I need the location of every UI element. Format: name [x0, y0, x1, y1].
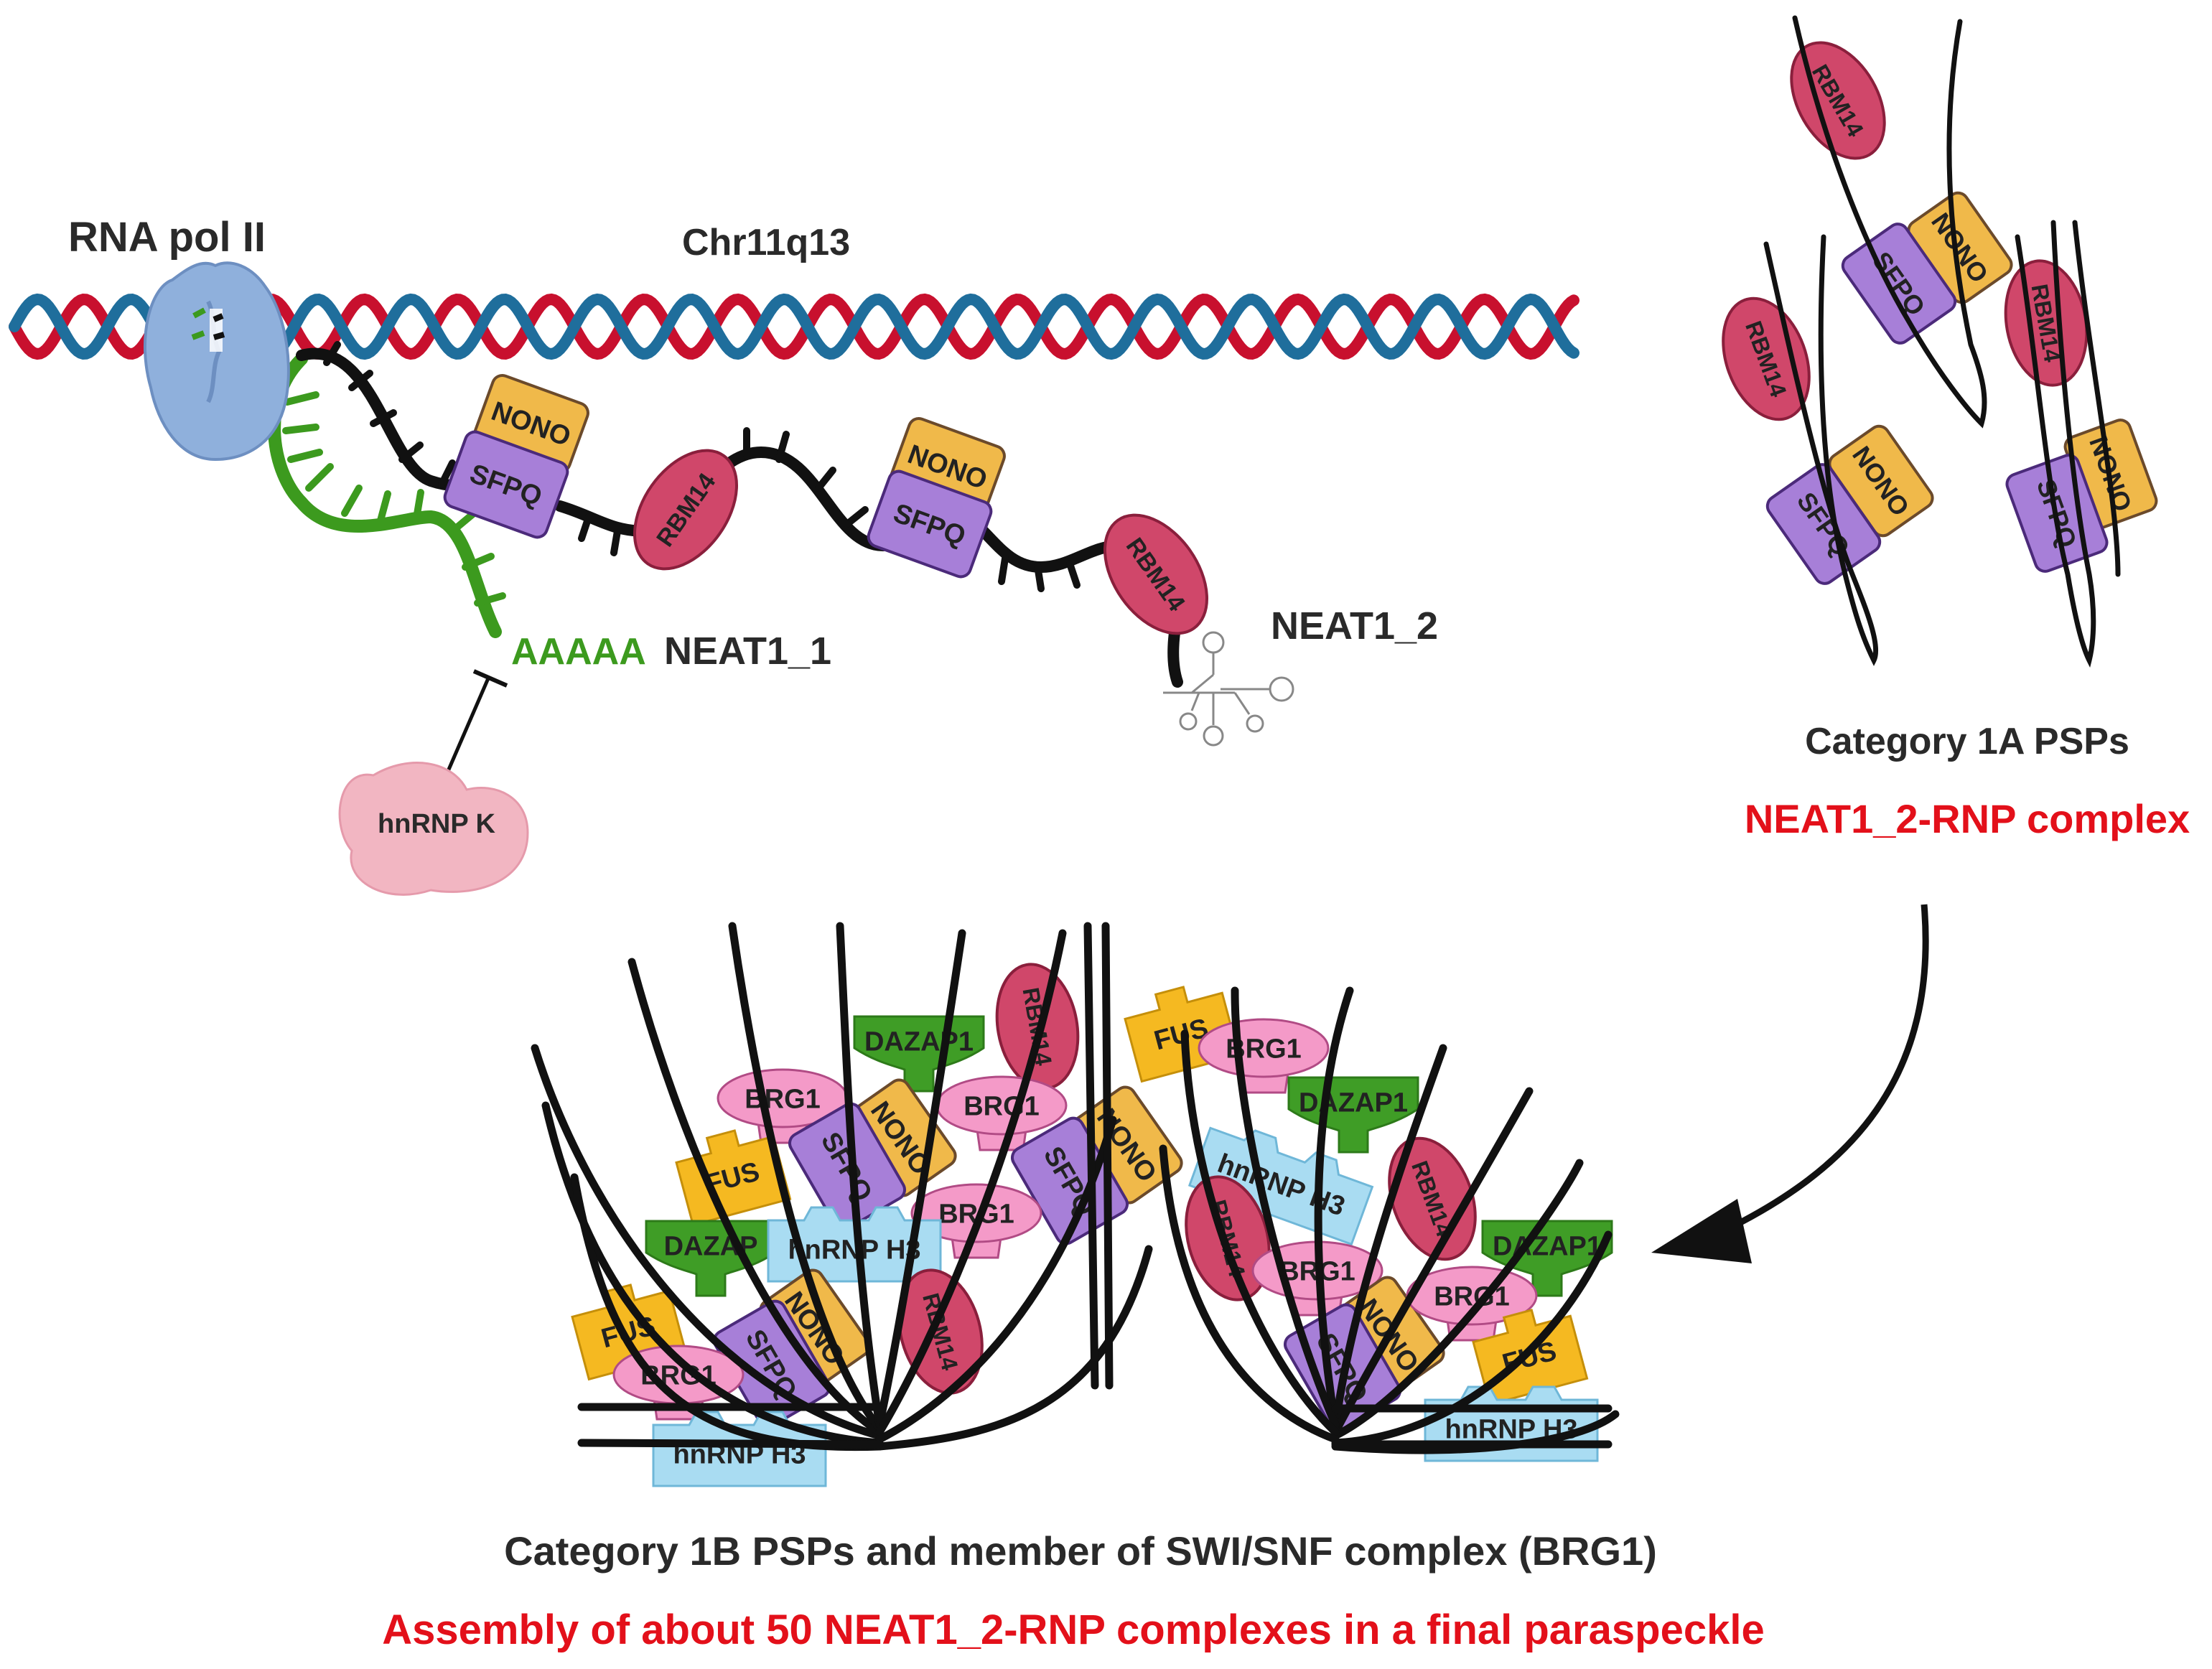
neat1-1-transcript [268, 352, 506, 638]
protein-label: DAZAP1 [864, 1027, 974, 1057]
neat1-1-label: NEAT1_1 [664, 630, 831, 673]
fan-strand [1314, 986, 1354, 1429]
sfpq-protein: SFPQ [1765, 463, 1882, 585]
hnrnpk-label: hnRNP K [378, 809, 496, 839]
rbm14-protein: RBM14 [633, 449, 739, 571]
neat1-2-label: NEAT1_2 [1271, 604, 1438, 648]
rbm14-protein: RBM14 [1103, 513, 1209, 635]
fan-strand [1331, 1044, 1447, 1433]
hnrnpk-blob [338, 762, 529, 896]
sfpq-protein: SFPQ [867, 469, 993, 579]
cat1a-strands [1763, 15, 2121, 668]
fan-strand [875, 929, 1067, 1436]
fan-strand [627, 958, 884, 1436]
cat1b-label: Category 1B PSPs and member of SWI/SNF c… [504, 1528, 1657, 1574]
fan-strand [1101, 922, 1114, 1390]
fan-strand [1159, 1144, 1340, 1444]
stem-loop-icon [1163, 631, 1294, 747]
fan-strand [1180, 1029, 1340, 1436]
fan-strand [541, 1101, 884, 1447]
nono-protein: NONO [1828, 424, 1934, 538]
rna-pol-ii-label: RNA pol II [68, 214, 266, 261]
fan-strand [577, 1439, 884, 1449]
sfpq-protein: SFPQ [443, 430, 569, 539]
protein-label: BRG1 [745, 1084, 821, 1114]
fan-strand [875, 1245, 1153, 1451]
chromosome-label: Chr11q13 [682, 222, 850, 263]
rna-pol-ii [143, 261, 290, 462]
cat1a-subtitle: NEAT1_2-RNP complex [1745, 796, 2190, 841]
brg1-protein: BRG1 [935, 1075, 1068, 1151]
fan-strand [1231, 986, 1340, 1429]
rbm14-protein: RBM14 [1722, 296, 1811, 421]
rbm14-protein: RBM14 [1790, 41, 1886, 160]
dazap1-protein: DAZAP1 [1287, 1076, 1419, 1154]
fan-strand [1331, 1087, 1534, 1436]
hnrnph3-protein: hnRNP H3 [767, 1206, 942, 1283]
transition-arrow [1651, 904, 1929, 1263]
fan-strand [1083, 922, 1099, 1390]
fan-strand [1331, 1230, 1613, 1447]
cat1b-strands [531, 922, 1620, 1454]
protein-label: DAZAP1 [1299, 1088, 1408, 1118]
hnrnph3-protein: hnRNP H3 [652, 1411, 827, 1487]
polya-label: AAAAA [511, 631, 646, 673]
fan-strand [836, 922, 884, 1429]
fan-strand [728, 922, 884, 1433]
cat1b-subtitle: Assembly of about 50 NEAT1_2-RNP complex… [382, 1607, 1764, 1653]
protein-label: DAZAP1 [1493, 1231, 1602, 1261]
inhibition-line [439, 669, 508, 787]
fan-strand [875, 929, 966, 1429]
brg1-protein: BRG1 [1406, 1266, 1538, 1342]
cat1a-label: Category 1A PSPs [1805, 721, 2129, 762]
protein-label: BRG1 [963, 1091, 1040, 1121]
dazap1-protein: DAZAP1 [853, 1015, 985, 1093]
fus-protein: FUS [675, 1129, 792, 1227]
brg1-protein: BRG1 [910, 1183, 1042, 1259]
